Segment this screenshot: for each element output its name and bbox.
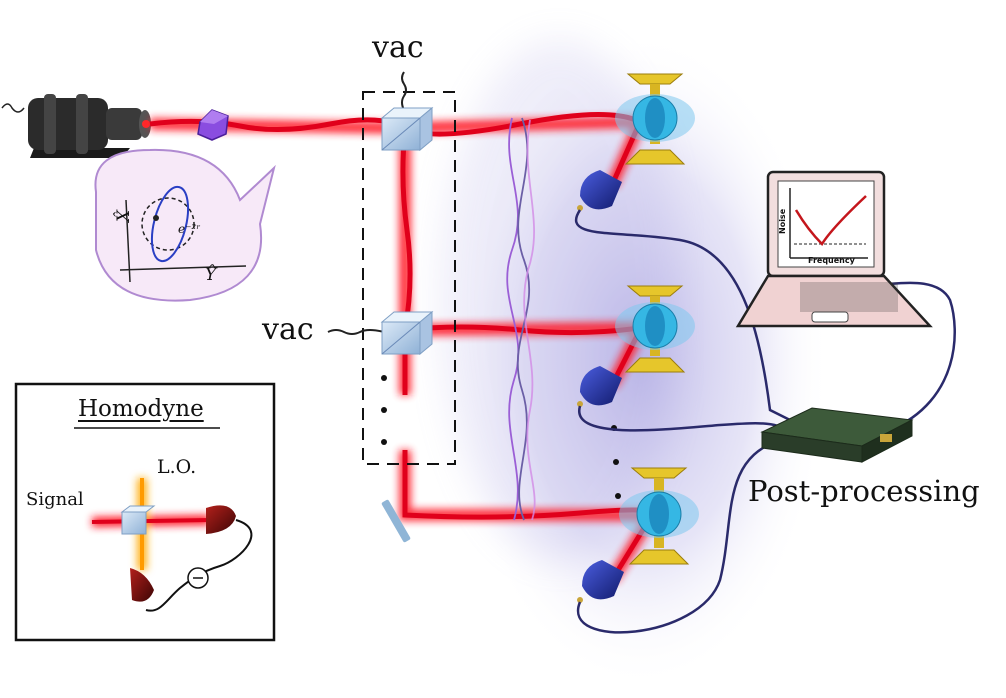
detector-3 — [577, 560, 624, 603]
beamsplitter-network-box — [362, 91, 456, 465]
beamsplitter-top — [380, 106, 434, 152]
vac-label-mid: vac — [262, 312, 314, 347]
mirror — [381, 499, 411, 543]
detector-1 — [577, 170, 622, 211]
squeezer-crystal — [197, 109, 229, 141]
post-processing-label: Post-processing — [748, 474, 980, 508]
cavity-unit-2 — [615, 285, 695, 373]
continuation-dots-box — [381, 375, 387, 445]
squeezing-thought-bubble — [94, 148, 276, 302]
homodyne-title: Homodyne — [78, 396, 204, 422]
cavity-unit-3 — [619, 467, 699, 565]
laptop-frequency-label: Frequency — [808, 256, 855, 265]
vac-input-top — [401, 71, 407, 111]
post-processing-box — [760, 407, 914, 463]
detector-2 — [577, 366, 622, 407]
beamsplitter-mid — [380, 310, 434, 356]
signal-label: Signal — [26, 489, 84, 510]
cavity-unit-1 — [615, 73, 695, 165]
homodyne-inset — [14, 382, 276, 642]
laptop-noise-label: Noise — [778, 208, 787, 234]
laptop — [735, 170, 933, 328]
vac-label-top: vac — [372, 30, 424, 65]
laser-source — [1, 94, 151, 158]
lo-label: L.O. — [157, 456, 197, 478]
cables — [574, 209, 956, 634]
vac-input-mid — [327, 329, 385, 335]
squeeze-factor-label: e⁻²ʳ — [178, 222, 201, 236]
entanglement-links — [506, 117, 536, 521]
quadrature-y-label: Ŷ — [205, 265, 217, 285]
quadrature-x-label: X̂ — [114, 209, 135, 223]
